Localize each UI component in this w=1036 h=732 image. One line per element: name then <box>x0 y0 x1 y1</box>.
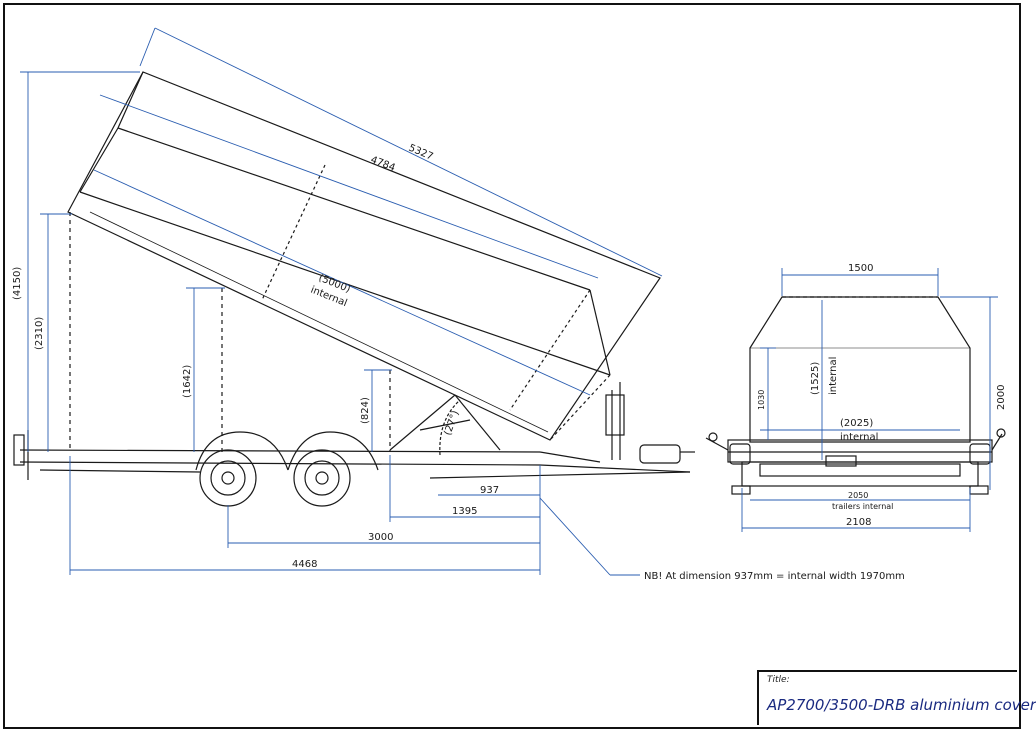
rear-view-dimension-lines <box>741 268 998 532</box>
sheet-border <box>3 3 1021 729</box>
dim-internal-width-label: internal <box>840 432 878 443</box>
dim-top-width: 1500 <box>848 263 873 274</box>
side-view <box>13 71 695 507</box>
dim-rear-height: (2310) <box>34 317 45 350</box>
dim-internal-height-label: internal <box>828 357 839 395</box>
dim-body-length: 4784 <box>369 155 397 174</box>
dim-length-1395: 1395 <box>452 506 477 517</box>
dim-overall-length: 5327 <box>407 143 435 163</box>
dim-length-3000: 3000 <box>368 532 393 543</box>
side-view-dimension-lines <box>20 27 663 576</box>
dim-trailers-internal-label: trailers internal <box>832 502 893 511</box>
dim-overall-height: 2000 <box>996 385 1007 410</box>
dim-side-height: 1030 <box>757 390 766 410</box>
dim-internal-height: (1525) <box>810 362 821 395</box>
dim-length-4468: 4468 <box>292 559 317 570</box>
title-label: Title: <box>767 675 790 685</box>
dim-trailers-internal: 2050 <box>848 491 868 500</box>
dim-tip-angle: (27°) <box>442 409 461 437</box>
rear-view <box>705 296 1006 495</box>
dim-overall-width: 2108 <box>846 517 871 528</box>
side-view-note: NB! At dimension 937mm = internal width … <box>644 571 905 582</box>
dim-ram-height: (824) <box>360 397 371 424</box>
title-block: Title: AP2700/3500-DRB aluminium cover <box>757 670 1036 725</box>
dim-overall-height-tipped: (4150) <box>12 267 23 300</box>
dim-length-937: 937 <box>480 485 499 496</box>
dim-mid-height: (1642) <box>182 365 193 398</box>
drawing-title: AP2700/3500-DRB aluminium cover <box>767 696 1036 714</box>
dim-internal-width: (2025) <box>840 418 873 429</box>
